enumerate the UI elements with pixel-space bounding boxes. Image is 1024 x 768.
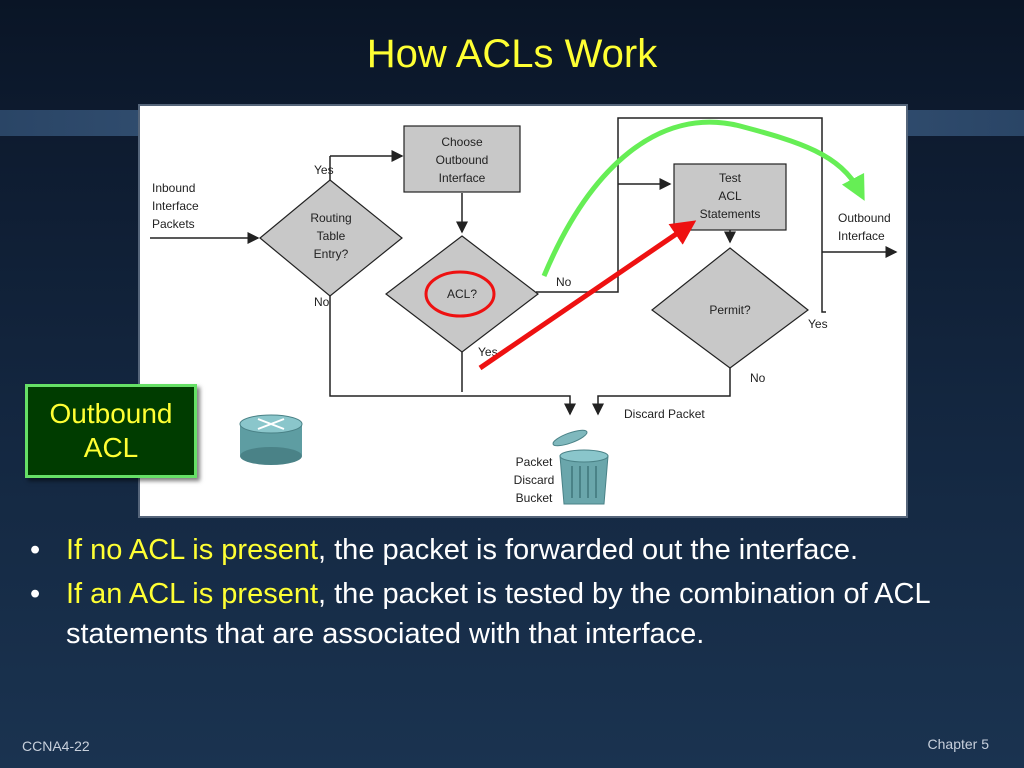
red-arrow xyxy=(478,220,697,371)
callout-line1: Outbound xyxy=(49,398,173,429)
bullet-text: , the packet is forwarded out the interf… xyxy=(318,534,859,566)
test-box-line3: Statements xyxy=(700,207,761,221)
outbound-line2: Interface xyxy=(838,229,885,243)
permit-decision-label: Permit? xyxy=(709,303,751,317)
router-icon xyxy=(239,414,303,465)
footer-chapter: Chapter 5 xyxy=(927,736,989,752)
inbound-line3: Packets xyxy=(152,217,195,231)
no-routing: No xyxy=(314,295,330,309)
callout-line2: ACL xyxy=(83,432,139,463)
bucket-line3: Bucket xyxy=(516,491,553,505)
acl-flowchart: Choose Outbound Interface Test ACL State… xyxy=(138,104,908,518)
inbound-line1: Inbound xyxy=(152,181,195,195)
slide-title: How ACLs Work xyxy=(366,32,658,76)
bullet-item: • If no ACL is present, the packet is fo… xyxy=(30,530,1000,570)
discard-bucket-icon xyxy=(552,429,609,505)
test-box-line2: ACL xyxy=(718,189,742,203)
no-permit: No xyxy=(750,371,766,385)
discard-packet-label: Discard Packet xyxy=(624,407,705,421)
green-arrow xyxy=(541,119,865,277)
bucket-line2: Discard xyxy=(514,473,555,487)
bullet-list: • If no ACL is present, the packet is fo… xyxy=(30,530,1000,658)
yes-acl: Yes xyxy=(478,345,498,359)
choose-box-line2: Outbound xyxy=(436,153,489,167)
routing-line2: Table xyxy=(317,229,346,243)
yes-routing: Yes xyxy=(314,163,334,177)
bullet-highlight: If no ACL is present xyxy=(66,534,319,566)
test-box-line1: Test xyxy=(719,171,742,185)
yes-permit: Yes xyxy=(808,317,828,331)
bullet-dot: • xyxy=(30,534,41,566)
bullet-dot: • xyxy=(30,578,41,610)
outbound-line1: Outbound xyxy=(838,211,891,225)
bullet-text: , the packet is tested by the combinatio… xyxy=(66,578,930,650)
outbound-acl-callout: Outbound ACL xyxy=(25,384,197,478)
footer-course: CCNA4-22 xyxy=(22,738,90,754)
inbound-line2: Interface xyxy=(152,199,199,213)
routing-line3: Entry? xyxy=(314,247,349,261)
choose-box-line1: Choose xyxy=(441,135,483,149)
choose-box-line3: Interface xyxy=(439,171,486,185)
bullet-item: • If an ACL is present, the packet is te… xyxy=(30,574,1000,654)
bucket-line1: Packet xyxy=(516,455,553,469)
routing-line1: Routing xyxy=(310,211,351,225)
bullet-highlight: If an ACL is present xyxy=(66,578,319,610)
no-acl: No xyxy=(556,275,572,289)
acl-decision-label: ACL? xyxy=(447,287,477,301)
